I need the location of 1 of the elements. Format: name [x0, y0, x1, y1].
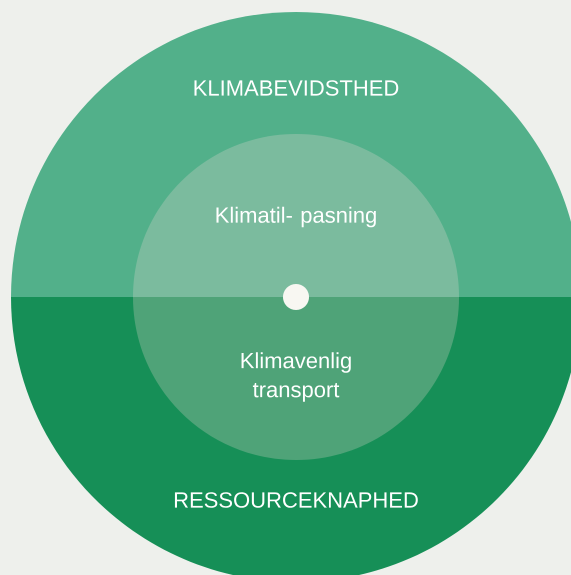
- center-dot: [283, 284, 309, 310]
